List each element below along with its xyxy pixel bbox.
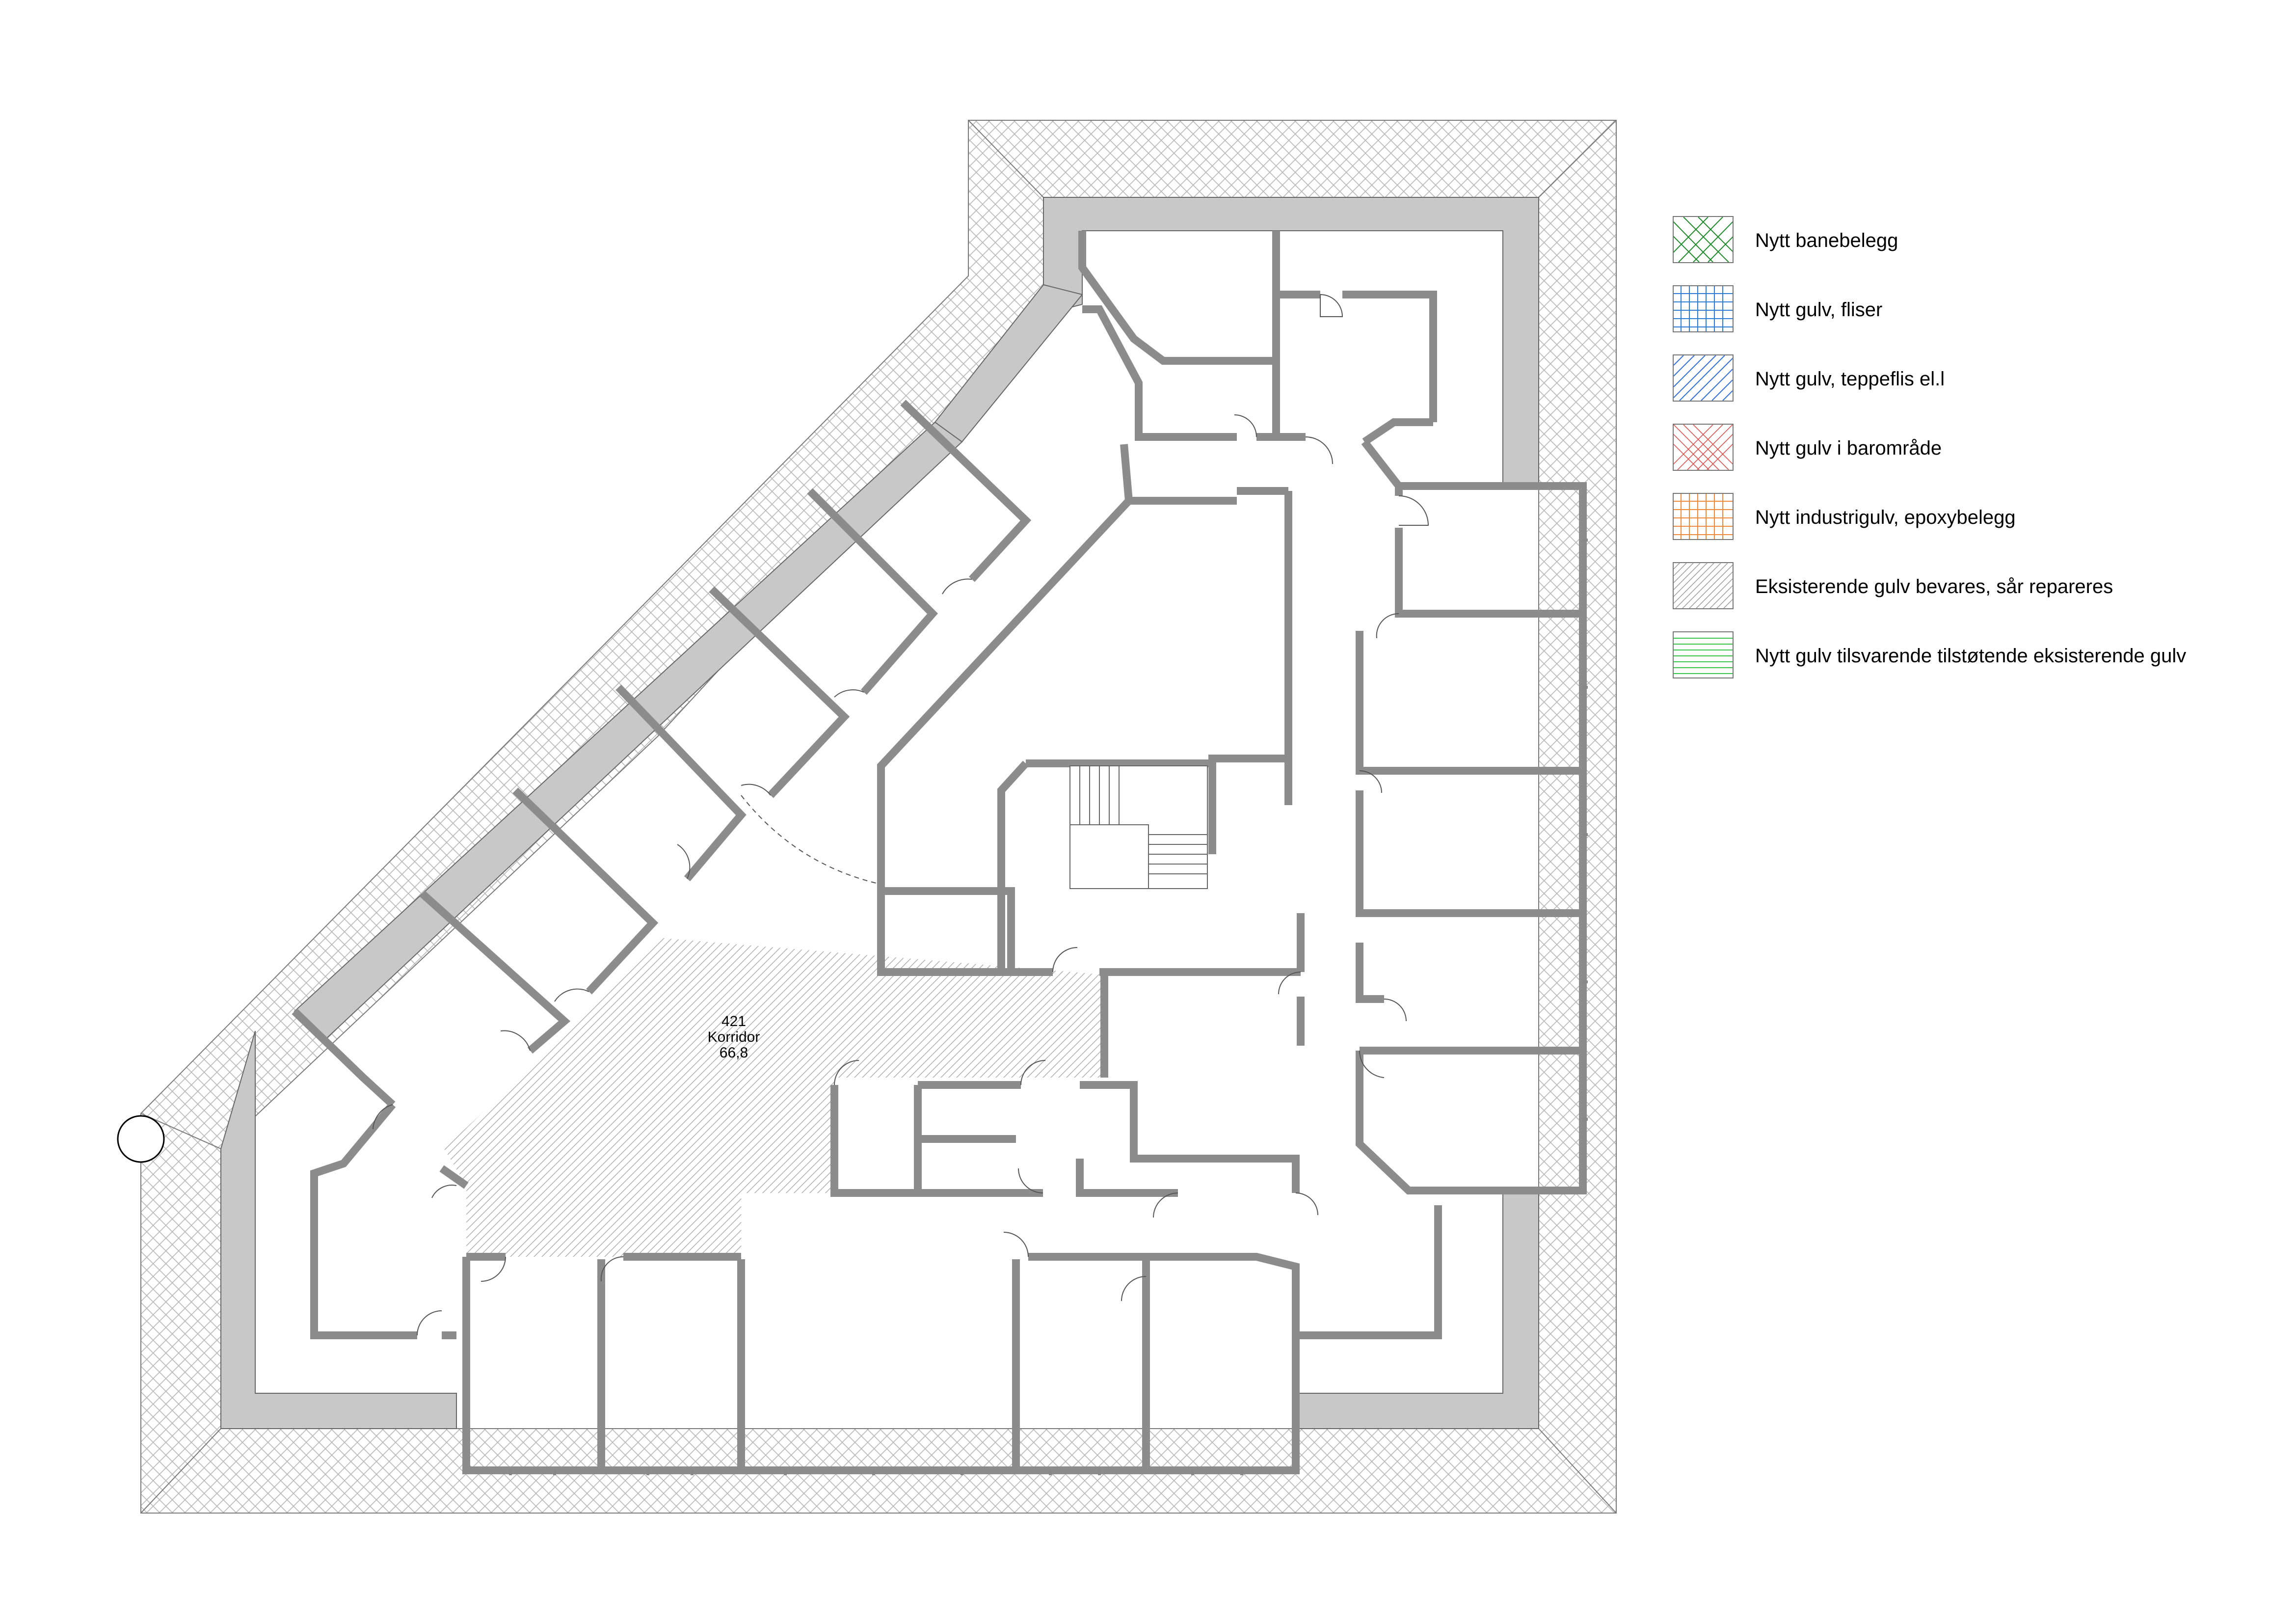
interior-walls <box>292 231 1587 1474</box>
room-name: Korridor <box>708 1029 760 1045</box>
legend-swatch <box>1673 562 1734 609</box>
legend-label: Eksisterende gulv bevares, sår repareres <box>1755 576 2113 597</box>
reference-circle <box>117 1115 165 1163</box>
legend-swatch <box>1673 354 1734 402</box>
legend-label: Nytt gulv, fliser <box>1755 299 1883 321</box>
door-swings <box>373 294 1429 1336</box>
legend-label: Nytt industrigulv, epoxybelegg <box>1755 507 2016 528</box>
legend-label: Nytt gulv tilsvarende tilstøtende eksist… <box>1755 645 2187 667</box>
staircase <box>1069 765 1208 889</box>
existing-floor-area <box>444 938 1102 1257</box>
outer-walls <box>220 197 1539 1429</box>
legend-swatch <box>1673 631 1734 678</box>
window-marks <box>509 539 1588 1475</box>
legend-swatch <box>1673 424 1734 471</box>
legend-swatch <box>1673 493 1734 540</box>
legend-swatch <box>1673 216 1734 263</box>
legend-label: Nytt gulv i barområde <box>1755 437 1942 459</box>
legend-label: Nytt gulv, teppeflis el.l <box>1755 368 1945 390</box>
legend-swatch <box>1673 285 1734 332</box>
legend-label: Nytt banebelegg <box>1755 230 1898 251</box>
room-number: 421 <box>721 1013 746 1029</box>
room-area: 66,8 <box>720 1045 748 1061</box>
